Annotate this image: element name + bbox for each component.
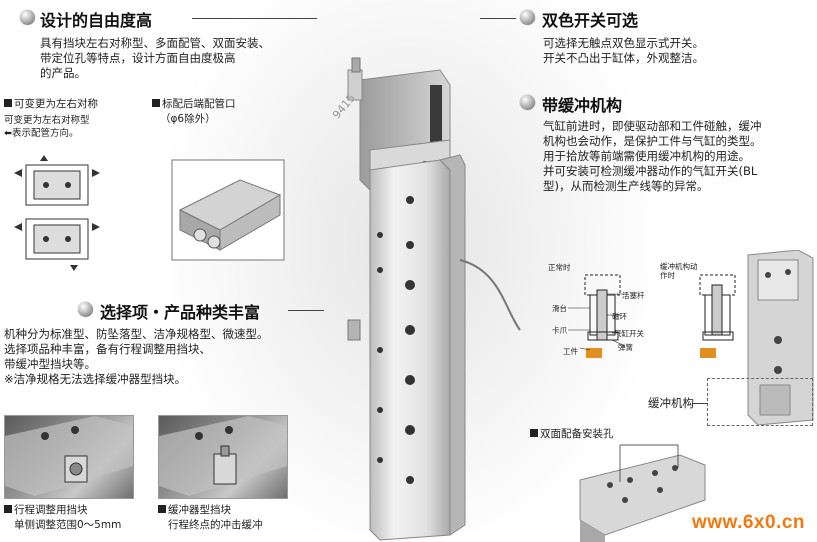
buffer-highlight-box bbox=[707, 378, 813, 426]
switch-line: 可选择无触点双色显示式开关。 bbox=[543, 36, 704, 50]
square-bullet-icon bbox=[4, 99, 12, 107]
section-bullet-icon bbox=[520, 10, 535, 25]
options-line: 机种分为标准型、防坠落型、洁净规格型、微速型。 bbox=[4, 327, 269, 341]
square-bullet-icon bbox=[4, 505, 12, 513]
diagram-label-work: 工件 bbox=[563, 347, 578, 356]
switch-heading: 双色开关可选 bbox=[542, 11, 639, 30]
square-bullet-icon bbox=[530, 429, 538, 437]
buffer-unit-image bbox=[747, 250, 814, 425]
switch-divider bbox=[480, 18, 516, 19]
rear-port-image bbox=[171, 159, 285, 261]
diagram-normal-label: 正常时 bbox=[548, 263, 571, 272]
buffer-mechanism-diagram bbox=[568, 274, 736, 358]
diagram-active-label: 缓冲机构动作时 bbox=[660, 262, 698, 280]
buffer-stop-title: 缓冲器型挡块 bbox=[158, 504, 231, 517]
dual-mount-title: 双面配备安装孔 bbox=[530, 428, 614, 441]
symmetric-diagram bbox=[14, 155, 100, 271]
options-line: ※洁净规格无法选择缓冲器型挡块。 bbox=[4, 372, 187, 386]
symmetric-title: 可变更为左右对称 bbox=[4, 98, 98, 111]
stroke-stop-note: 单侧调整范围0〜5mm bbox=[14, 519, 122, 531]
buffer-line: 气缸前进时，即使驱动部和工件碰触，缓冲 bbox=[543, 119, 762, 133]
diagram-label-piston-rod: 活塞杆 bbox=[622, 291, 645, 300]
options-divider bbox=[288, 310, 324, 311]
freedom-line: 具有挡块左右对称型、多面配管、双面安装、 bbox=[40, 36, 270, 50]
buffer-caption: 缓冲机构 bbox=[648, 396, 694, 410]
section-bullet-icon bbox=[520, 95, 535, 110]
buffer-line: 机构也会动作，是保护工件与气缸的类型。 bbox=[543, 134, 762, 148]
stroke-stop-title: 行程调整用挡块 bbox=[4, 504, 88, 517]
options-line: 选择项品种丰富，备有行程调整用挡块、 bbox=[4, 342, 211, 356]
diagram-label-switch: 气缸开关 bbox=[614, 329, 644, 338]
diagram-label-magnet: 磁环 bbox=[612, 312, 627, 321]
buffer-stop-note: 行程终点的冲击缓冲 bbox=[168, 519, 263, 531]
freedom-heading: 设计的自由度高 bbox=[40, 11, 153, 30]
freedom-divider bbox=[192, 18, 317, 19]
actuator-product-image bbox=[347, 57, 521, 541]
diagram-label-claw: 卡爪 bbox=[552, 326, 567, 335]
diagram-label-slide: 滑台 bbox=[552, 304, 567, 313]
buffer-caption-leader bbox=[692, 403, 708, 404]
section-bullet-icon bbox=[20, 10, 35, 25]
section-bullet-icon bbox=[78, 302, 93, 317]
rear-port-title: 标配后端配管口 bbox=[152, 98, 236, 111]
freedom-line: 的产品。 bbox=[40, 66, 86, 80]
freedom-line: 带定位孔等特点，设计方面自由度极高 bbox=[40, 51, 236, 65]
switch-line: 开关不凸出于缸体，外观整洁。 bbox=[543, 51, 704, 65]
rear-port-note: （φ6除外） bbox=[160, 113, 216, 125]
stroke-stop-photo bbox=[4, 415, 134, 499]
buffer-line: 用于拾放等前端需使用缓冲机构的用途。 bbox=[543, 149, 750, 163]
buffer-line: 并可安装可检测缓冲器动作的气缸开关(BL bbox=[543, 164, 758, 178]
site-watermark: www.6x0.cn bbox=[691, 512, 805, 533]
options-heading: 选择项・产品种类丰富 bbox=[100, 303, 261, 322]
symmetric-line: 可变更为左右对称型 bbox=[4, 115, 90, 126]
dual-mount-image bbox=[579, 444, 706, 542]
diagram-label-spring: 弹簧 bbox=[618, 343, 633, 352]
square-bullet-icon bbox=[158, 505, 166, 513]
buffer-stop-photo bbox=[158, 415, 288, 499]
options-line: 带缓冲型挡块等。 bbox=[4, 357, 96, 371]
buffer-heading: 带缓冲机构 bbox=[542, 96, 623, 115]
square-bullet-icon bbox=[152, 99, 160, 107]
buffer-line: 型)，从而检测生产线等的异常。 bbox=[543, 179, 709, 193]
symmetric-line: ⬅表示配管方向。 bbox=[4, 128, 79, 139]
